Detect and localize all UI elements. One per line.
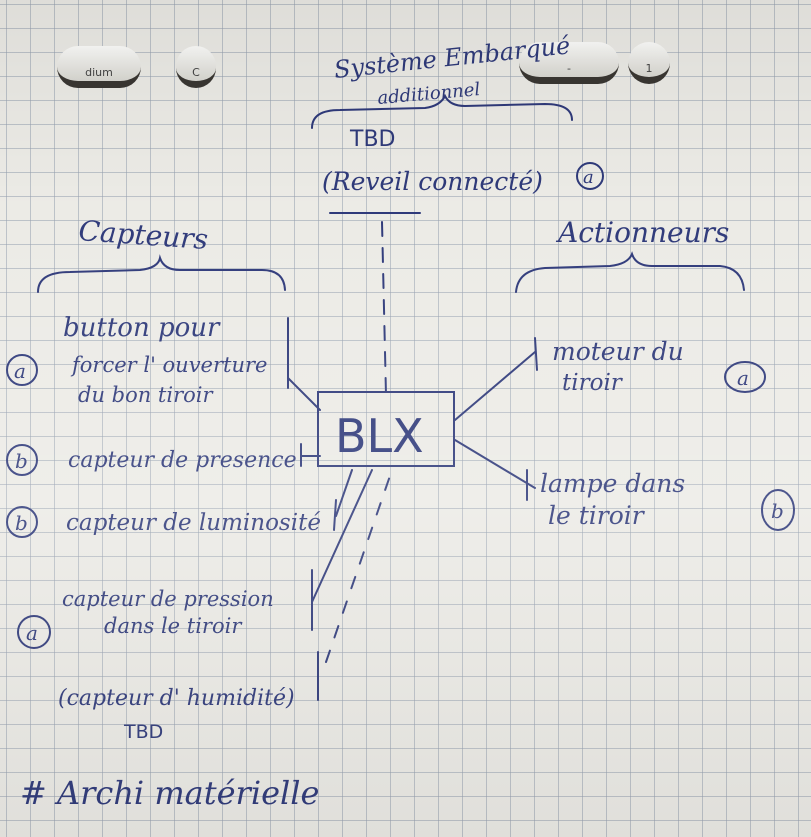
- sensors-heading: Capteurs: [78, 214, 210, 256]
- actuator-1-tag: a: [737, 366, 749, 390]
- sensor-1-tag: a: [14, 359, 26, 383]
- center-box: [317, 391, 455, 467]
- sensor-5-connector-dashed: [325, 469, 393, 663]
- footer-title: # Archi matérielle: [20, 774, 319, 812]
- sensor-1-line2: forcer l' ouverture: [70, 353, 267, 377]
- sensor-2-line1: capteur de presence: [68, 448, 297, 473]
- sensor-3-line1: capteur de luminosité: [66, 510, 321, 536]
- hole-text-3: -: [567, 62, 571, 75]
- actuator-2-line2: le tiroir: [548, 501, 646, 530]
- actuator-1-connector: [454, 337, 538, 421]
- system-brace: [311, 93, 573, 129]
- actuator-2-tag-circle: [761, 489, 795, 531]
- actuator-2-tag: b: [771, 499, 784, 523]
- system-title-line2: additionnel: [377, 79, 482, 109]
- sensor-4-line1: capteur de pression: [62, 587, 274, 611]
- actuators-brace: [515, 251, 745, 293]
- binder-hole-2: C: [176, 46, 216, 88]
- actuators-heading: Actionneurs: [555, 216, 729, 249]
- sensor-1-line3: du bon tiroir: [78, 383, 214, 407]
- sensor-4-connector: [311, 469, 373, 631]
- system-tbd: TBD: [349, 127, 395, 152]
- actuator-2-line1: lampe dans: [540, 469, 685, 498]
- binder-hole-1: dium: [57, 46, 141, 88]
- sensor-4-tag: a: [26, 621, 38, 645]
- sensor-2-tag: b: [15, 449, 28, 473]
- system-link-dashed: [381, 221, 387, 396]
- system-item-tag: a: [583, 167, 594, 188]
- hole-text-4: 1: [645, 62, 653, 75]
- system-item: (Reveil connecté): [322, 167, 543, 196]
- actuator-2-connector: [454, 439, 536, 501]
- sensor-2-connector: [300, 443, 321, 467]
- binder-hole-3: -: [519, 42, 619, 84]
- binder-hole-4: 1: [628, 42, 670, 84]
- actuator-1-line1: moteur du: [552, 337, 684, 366]
- sensor-4-tag-circle: [17, 615, 51, 649]
- sensor-3-connector: [333, 469, 353, 531]
- sensor-3-tag: b: [15, 511, 28, 535]
- sensor-5-line2: TBD: [123, 721, 163, 743]
- actuator-1-line2: tiroir: [562, 370, 624, 396]
- sensor-1-connector: [287, 317, 321, 411]
- sensor-2-tag-circle: [6, 444, 38, 476]
- center-label: BLX: [335, 409, 424, 463]
- hole-text-2: C: [192, 66, 200, 79]
- system-item-tag-circle: [576, 162, 604, 190]
- sensor-1-tag-circle: [6, 354, 38, 386]
- sensors-brace: [37, 254, 286, 293]
- sensor-3-tag-circle: [6, 506, 38, 538]
- sensor-1-line1: button pour: [63, 313, 221, 343]
- sensor-5-line1: (capteur d' humidité): [58, 686, 295, 711]
- sensor-4-line2: dans le tiroir: [104, 614, 243, 638]
- actuator-1-tag-circle: [724, 361, 766, 393]
- system-title-line1: Système Embarqué: [333, 31, 572, 84]
- hole-text-1: dium: [85, 66, 113, 79]
